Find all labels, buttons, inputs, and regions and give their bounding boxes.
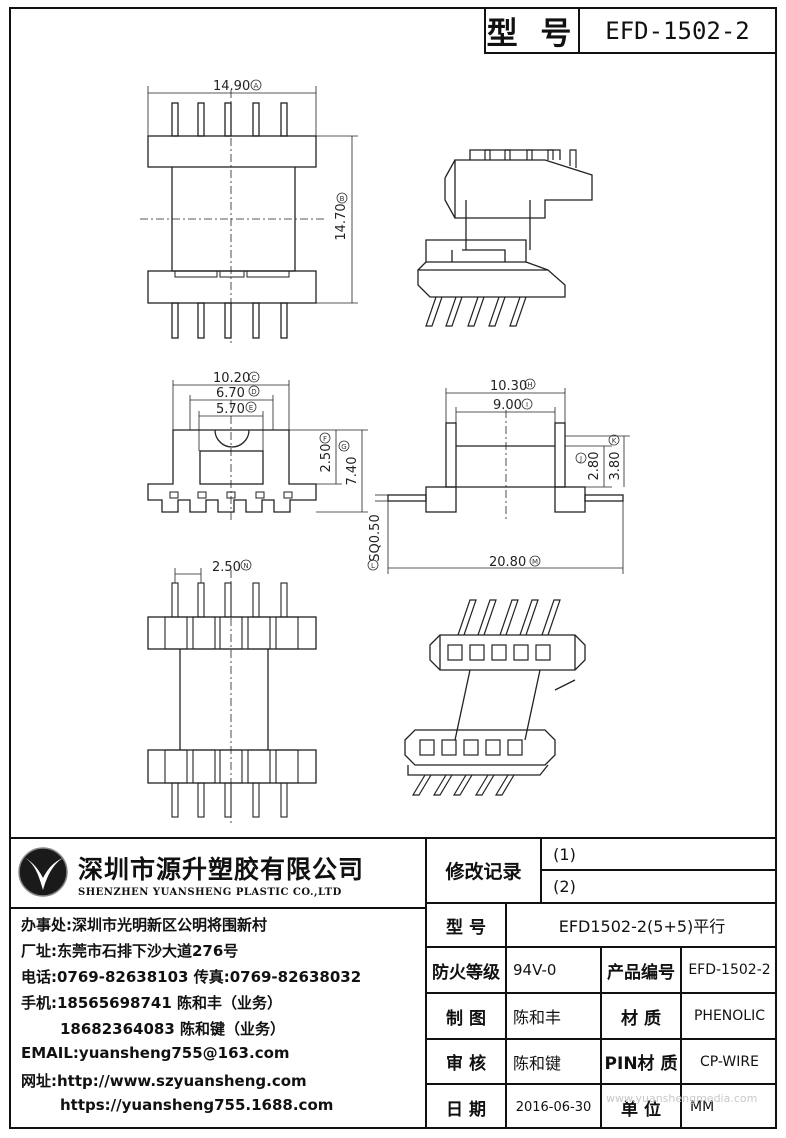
spec-pin-label: PIN材 质 [604,1054,678,1074]
company-name-en: SHENZHEN YUANSHENG PLASTIC CO.,LTD [78,887,342,898]
sheet-border [9,7,777,1129]
spec-fire-label: 防火等级 [432,962,500,983]
spec-product-no-label: 产品编号 [607,962,675,983]
dim-F-value: 2.50 [319,444,334,473]
spec-pin-value: CP-WIRE [700,1053,759,1070]
dim-H-value: 10.30 [490,379,527,394]
dim-D-value: 6.70 [216,386,245,401]
title-block-divider [425,837,427,1129]
spec-drawn-value: 陈和丰 [513,1008,562,1027]
dim-J-mark: J [579,455,582,463]
rev-row-line [540,869,777,871]
dim-N-mark: N [243,562,248,570]
spec-unit-value: MM [690,1099,715,1115]
spec-unit-label: 单 位 [621,1099,661,1120]
side-view [375,388,630,574]
dim-B-mark: B [340,195,345,203]
col-line-1 [505,902,507,1129]
dim-M-mark: M [532,558,538,566]
col-line-2 [600,946,602,1129]
dim-K-value: 3.80 [608,452,623,481]
company-tel-fax: 电话:0769-82638103 传真:0769-82638032 [21,968,362,986]
dim-C-mark: C [252,374,257,382]
company-logo-icon [18,847,68,897]
front-view [147,380,368,520]
company-divider [9,907,426,909]
spec-model-label: 型 号 [446,917,486,938]
company-mobile-1: 手机:18565698741 陈和丰（业务） [21,994,283,1012]
header-model: EFD-1502-2 [605,16,750,45]
spec-material-value: PHENOLIC [693,1008,765,1024]
dim-H-mark: H [527,381,532,389]
spec-model-value: EFD1502-2(5+5)平行 [558,917,726,936]
company-mobile-2: 18682364083 陈和键（业务） [60,1020,286,1038]
revision-row-2: (2) [553,877,576,896]
row-line-1 [425,902,777,904]
revision-label: 修改记录 [445,861,522,883]
header-box [484,7,777,54]
header-divider [578,7,580,54]
revision-row-1: (1) [553,844,576,864]
dim-G-mark: G [341,443,346,451]
dim-L-value: SQ0.50 [368,514,383,561]
spec-date-label: 日 期 [446,1099,486,1120]
dim-M-value: 20.80 [489,555,526,570]
dim-D-mark: D [251,388,256,396]
dim-N-value: 2.50 [212,560,241,575]
technical-drawing: 14.90 14.70 10.20 6.70 5.70 2.50 7.40 10… [140,79,630,825]
company-factory: 厂址:东莞市石排下沙大道276号 [21,942,239,960]
col-line-3 [680,946,682,1129]
dim-F-mark: F [323,435,327,443]
isometric-view-1 [417,149,593,327]
company-name-cn: 深圳市源升塑胶有限公司 [78,855,365,884]
header-type-label: 型 号 [486,16,578,52]
dim-J-value: 2.80 [587,452,602,481]
spec-date-value: 2016-06-30 [515,1099,592,1115]
title-block-top-line [9,837,777,839]
company-website: 网址:http://www.szyuansheng.com [21,1072,307,1090]
spec-product-no-value: EFD-1502-2 [688,962,771,978]
company-email: EMAIL:yuansheng755@163.com [21,1044,290,1062]
dim-A-value: 14.90 [213,79,250,94]
isometric-view-2 [404,599,586,796]
watermark-text: www.yuanshengmedia.com [606,1092,758,1105]
dim-G-value: 7.40 [345,457,360,486]
dim-K-mark: K [612,437,617,445]
dim-I-mark: I [526,401,528,409]
company-office: 办事处:深圳市光明新区公明将围新村 [21,916,268,934]
company-shop: https://yuansheng755.1688.com [60,1096,334,1114]
spec-fire-value: 94V-0 [513,961,557,979]
spec-drawn-label: 制 图 [446,1008,486,1029]
dim-E-value: 5.70 [216,402,245,417]
dim-L-mark: L [371,562,375,570]
spec-material-label: 材 质 [621,1008,661,1029]
dim-E-mark: E [249,404,253,412]
spec-checked-value: 陈和键 [513,1053,562,1073]
spec-checked-label: 审 核 [446,1054,486,1074]
dim-C-value: 10.20 [213,371,250,386]
dim-A-mark: A [254,82,259,90]
bottom-view [147,568,317,825]
dim-I-value: 9.00 [493,398,522,413]
dim-B-value: 14.70 [334,203,349,240]
top-view [140,86,358,345]
